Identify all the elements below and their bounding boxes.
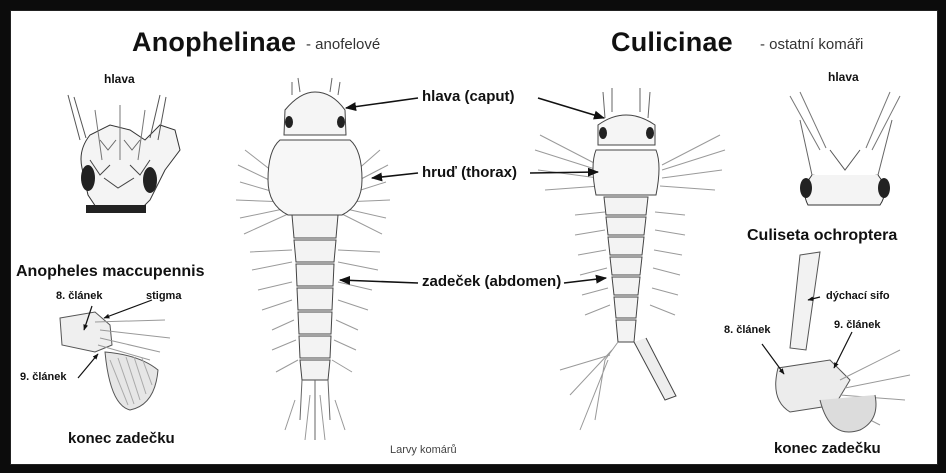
anopheles-head-drawing: [68, 95, 180, 213]
right-title: Culicinae: [611, 27, 733, 58]
end-label-right: konec zadečku: [774, 440, 881, 457]
label-abdomen: zadeček (abdomen): [422, 273, 561, 290]
culicinae-head-drawing: [790, 92, 900, 205]
label-caput: hlava (caput): [422, 88, 515, 105]
left-stigma: stigma: [146, 290, 181, 302]
head-label-left: hlava: [104, 72, 135, 86]
left-segment9: 9. článek: [20, 371, 66, 383]
caption: Larvy komárů: [390, 444, 457, 456]
right-siphon: dýchací sifo: [826, 290, 890, 302]
culiseta-siphon-drawing: [776, 252, 910, 432]
anopheles-larva-drawing: [236, 78, 390, 440]
right-subtitle: - ostatní komáři: [760, 36, 863, 53]
callout-arrows: [340, 98, 606, 283]
right-segment8: 8. článek: [724, 324, 770, 336]
left-title: Anophelinae: [132, 27, 296, 58]
detail-arrows: [78, 297, 852, 378]
end-label-left: konec zadečku: [68, 430, 175, 447]
left-segment8: 8. článek: [56, 290, 102, 302]
head-label-right: hlava: [828, 70, 859, 84]
label-thorax: hruď (thorax): [422, 164, 517, 181]
right-segment9: 9. článek: [834, 319, 880, 331]
anopheles-abdomen-end-drawing: [60, 312, 170, 410]
species-left: Anopheles maccupennis: [16, 263, 205, 281]
culicinae-larva-drawing: [535, 88, 725, 430]
species-right: Culiseta ochroptera: [747, 227, 897, 245]
left-subtitle: - anofelové: [306, 36, 380, 53]
